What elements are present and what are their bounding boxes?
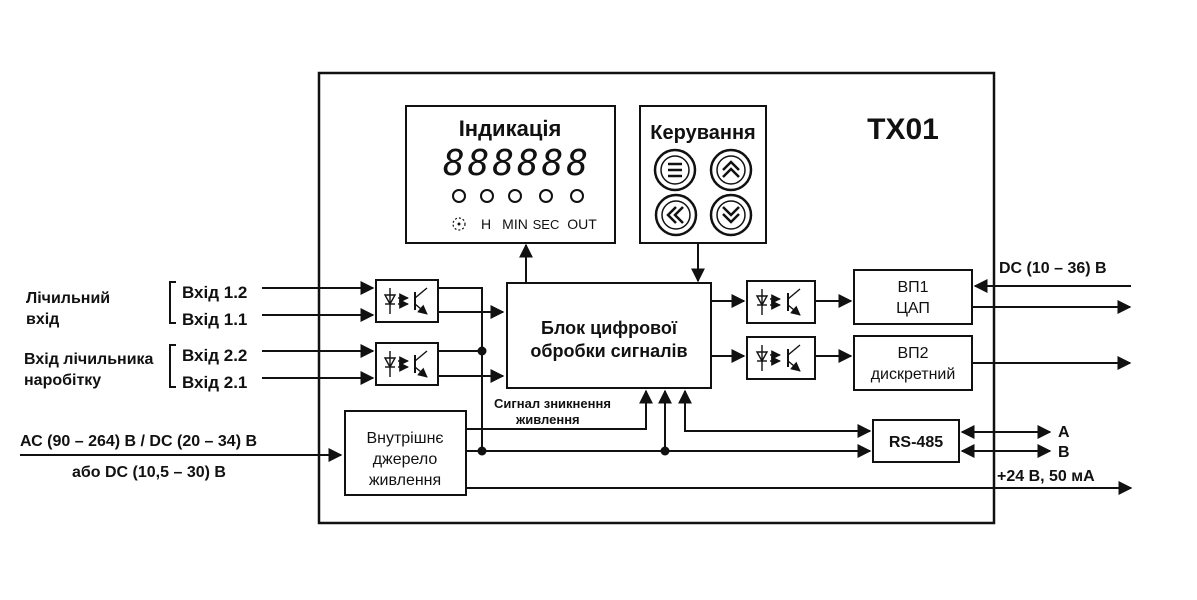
power-loss-label-line1: Сигнал зникнення xyxy=(494,396,611,411)
input-2-2-label: Вхід 2.2 xyxy=(182,346,247,365)
vp1-supply-label: DC (10 – 36) В xyxy=(999,260,1107,277)
power-supply-block: Внутрішнє джерело живлення xyxy=(344,410,467,496)
vp1-block: ВП1 ЦАП xyxy=(853,269,973,325)
led-icon xyxy=(539,189,553,203)
control-title: Керування xyxy=(650,122,755,144)
wire-opto-supply xyxy=(438,287,483,451)
led-icon xyxy=(508,189,522,203)
double-chevron-down-icon xyxy=(709,193,753,237)
led-icon xyxy=(570,189,584,203)
led-label-min: MIN xyxy=(502,216,528,232)
counter-input-label-line1: Лічильний xyxy=(26,290,110,307)
dsp-label-line1: Блок цифрової xyxy=(541,318,678,338)
led-label-out: OUT xyxy=(567,216,597,232)
indication-title: Індикація xyxy=(459,116,562,141)
power-loss-label-line2: живлення xyxy=(515,412,580,427)
power-label-line2: джерело xyxy=(373,451,438,468)
indicator-leds xyxy=(452,189,584,203)
led-label-h: H xyxy=(481,216,491,232)
power-label-line1: Внутрішнє xyxy=(366,430,443,447)
wire-power-loss-signal xyxy=(466,389,653,430)
rs485-block: RS-485 xyxy=(872,419,960,463)
counter-input-label-line2: вхід xyxy=(26,311,59,328)
control-block: Керування xyxy=(639,105,767,244)
double-chevron-left-icon xyxy=(654,193,698,237)
led-icon xyxy=(452,189,466,203)
input-1-1-label: Вхід 1.1 xyxy=(182,310,247,329)
hour-meter-input-label-line1: Вхід лічильника xyxy=(24,351,154,368)
vp1-label-line1: ВП1 xyxy=(897,279,928,296)
output-optocoupler-2 xyxy=(746,336,816,380)
rs485-line-b-label: B xyxy=(1058,444,1070,461)
double-chevron-up-icon xyxy=(709,148,753,192)
junction-dot xyxy=(477,346,487,356)
input-optocoupler-1 xyxy=(375,279,439,323)
rs485-line-a-label: A xyxy=(1058,424,1070,441)
indication-block: Індикація 888888 H MIN SEC OUT xyxy=(405,105,616,244)
vp1-label-line2: ЦАП xyxy=(896,300,930,317)
seven-segment-display: 888888 xyxy=(443,143,591,184)
dsp-block: Блок цифрової обробки сигналів xyxy=(506,282,712,389)
menu-icon xyxy=(653,148,697,192)
aux-output-label: +24 В, 50 мА xyxy=(997,468,1095,485)
bracket-hour-meter-input xyxy=(169,344,176,388)
hour-meter-input-label-line2: наробітку xyxy=(24,372,101,389)
vp2-label-line2: дискретний xyxy=(871,366,956,383)
input-optocoupler-2 xyxy=(375,342,439,386)
supply-main-label: АС (90 – 264) В / DC (20 – 34) В xyxy=(20,433,257,450)
running-indicator-icon xyxy=(452,217,466,231)
junction-dot xyxy=(477,446,487,456)
vp2-label-line1: ВП2 xyxy=(897,345,928,362)
wire-dsp-rs485 xyxy=(678,389,872,438)
rs485-label: RS-485 xyxy=(889,434,943,451)
input-1-2-label: Вхід 1.2 xyxy=(182,283,247,302)
vp2-block: ВП2 дискретний xyxy=(853,335,973,391)
output-optocoupler-1 xyxy=(746,280,816,324)
input-2-1-label: Вхід 2.1 xyxy=(182,373,247,392)
dsp-label-line2: обробки сигналів xyxy=(530,341,687,361)
led-icon xyxy=(480,189,494,203)
device-model: TX01 xyxy=(867,113,939,146)
power-label-line3: живлення xyxy=(369,472,441,489)
led-label-sec: SEC xyxy=(533,217,560,232)
supply-alt-label: або DC (10,5 – 30) В xyxy=(72,464,226,481)
bracket-counter-input xyxy=(169,281,176,324)
